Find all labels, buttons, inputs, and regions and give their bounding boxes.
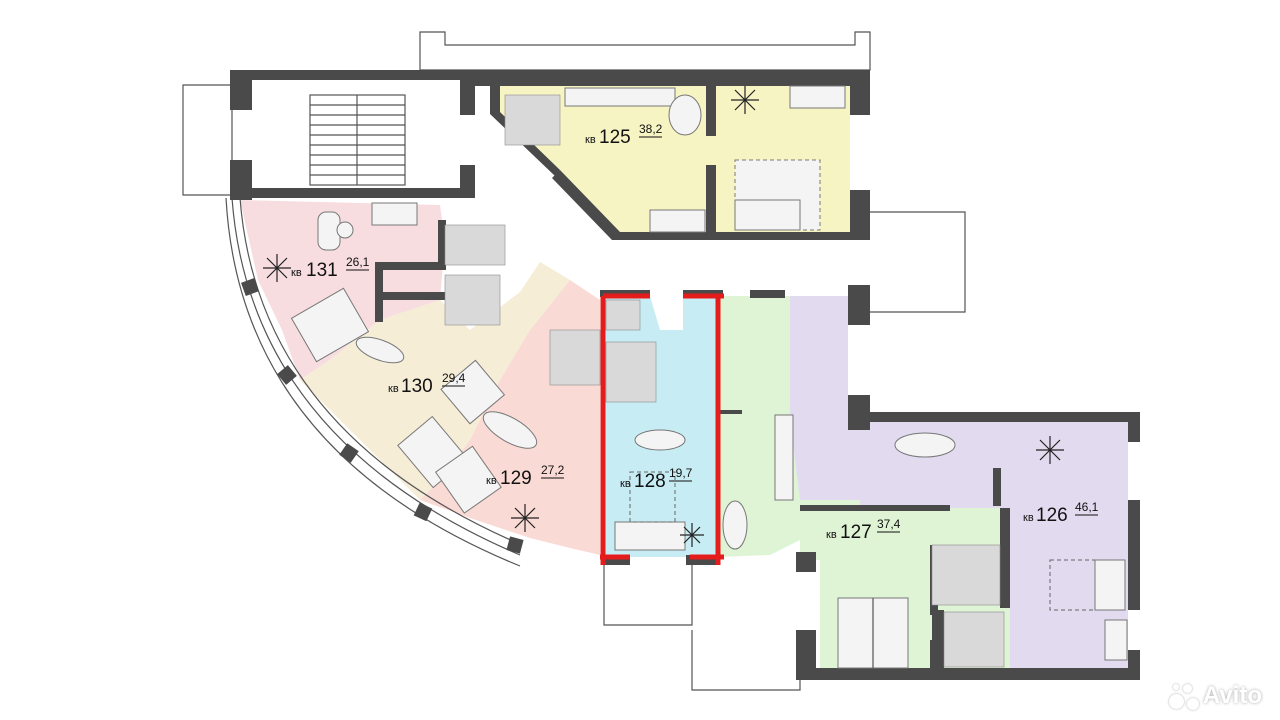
svg-text:27,2: 27,2 (541, 463, 565, 477)
avito-watermark-text: Avito (1202, 682, 1262, 709)
apartment-128-area (603, 296, 718, 557)
plant-icon (1036, 436, 1064, 464)
apartment-130-label[interactable]: кв 130 29,4 (388, 371, 466, 397)
apartment-126-area (790, 296, 1128, 670)
svg-text:кв: кв (585, 134, 596, 146)
plant-icon (731, 86, 759, 114)
svg-text:38,2: 38,2 (639, 122, 663, 136)
avito-logo-icon (1168, 682, 1199, 710)
apartment-127-label[interactable]: кв 127 37,4 (826, 517, 901, 543)
apartment-128-label[interactable]: кв 128 19,7 (620, 466, 693, 492)
svg-text:130: 130 (401, 376, 433, 397)
svg-text:29,4: 29,4 (442, 371, 466, 385)
plant-icon (680, 523, 704, 547)
svg-text:131: 131 (306, 260, 338, 281)
svg-text:кв: кв (486, 475, 497, 487)
apartment-129-label[interactable]: кв 129 27,2 (486, 463, 565, 489)
svg-text:127: 127 (840, 522, 872, 543)
svg-text:кв: кв (620, 478, 631, 490)
svg-text:кв: кв (388, 383, 399, 395)
svg-text:26,1: 26,1 (346, 255, 370, 269)
plant-icon (511, 504, 539, 532)
svg-text:кв: кв (826, 529, 837, 541)
apartment-labels: кв 125 38,2 кв 126 46,1 кв 127 37,4 кв 1… (291, 122, 1099, 543)
plant-icons (263, 86, 1064, 547)
svg-text:126: 126 (1036, 505, 1068, 526)
apartment-128-highlight (600, 293, 724, 565)
svg-text:19,7: 19,7 (669, 466, 693, 480)
avito-watermark: Avito (1168, 682, 1262, 710)
svg-text:кв: кв (1023, 512, 1034, 524)
apartment-130-area (300, 262, 570, 500)
staircase (309, 94, 406, 186)
furniture (290, 85, 1128, 669)
svg-text:кв: кв (291, 267, 302, 279)
bathrooms (444, 94, 1005, 668)
apartment-131-label[interactable]: кв 131 26,1 (291, 255, 370, 281)
apartment-125-label[interactable]: кв 125 38,2 (585, 122, 663, 148)
curved-facade (225, 197, 524, 567)
apartment-126-label[interactable]: кв 126 46,1 (1023, 500, 1099, 526)
svg-text:125: 125 (599, 127, 631, 148)
svg-text:46,1: 46,1 (1075, 500, 1099, 514)
svg-text:37,4: 37,4 (877, 517, 901, 531)
plant-icon (263, 254, 291, 282)
svg-text:128: 128 (634, 471, 666, 492)
svg-text:129: 129 (500, 468, 532, 489)
